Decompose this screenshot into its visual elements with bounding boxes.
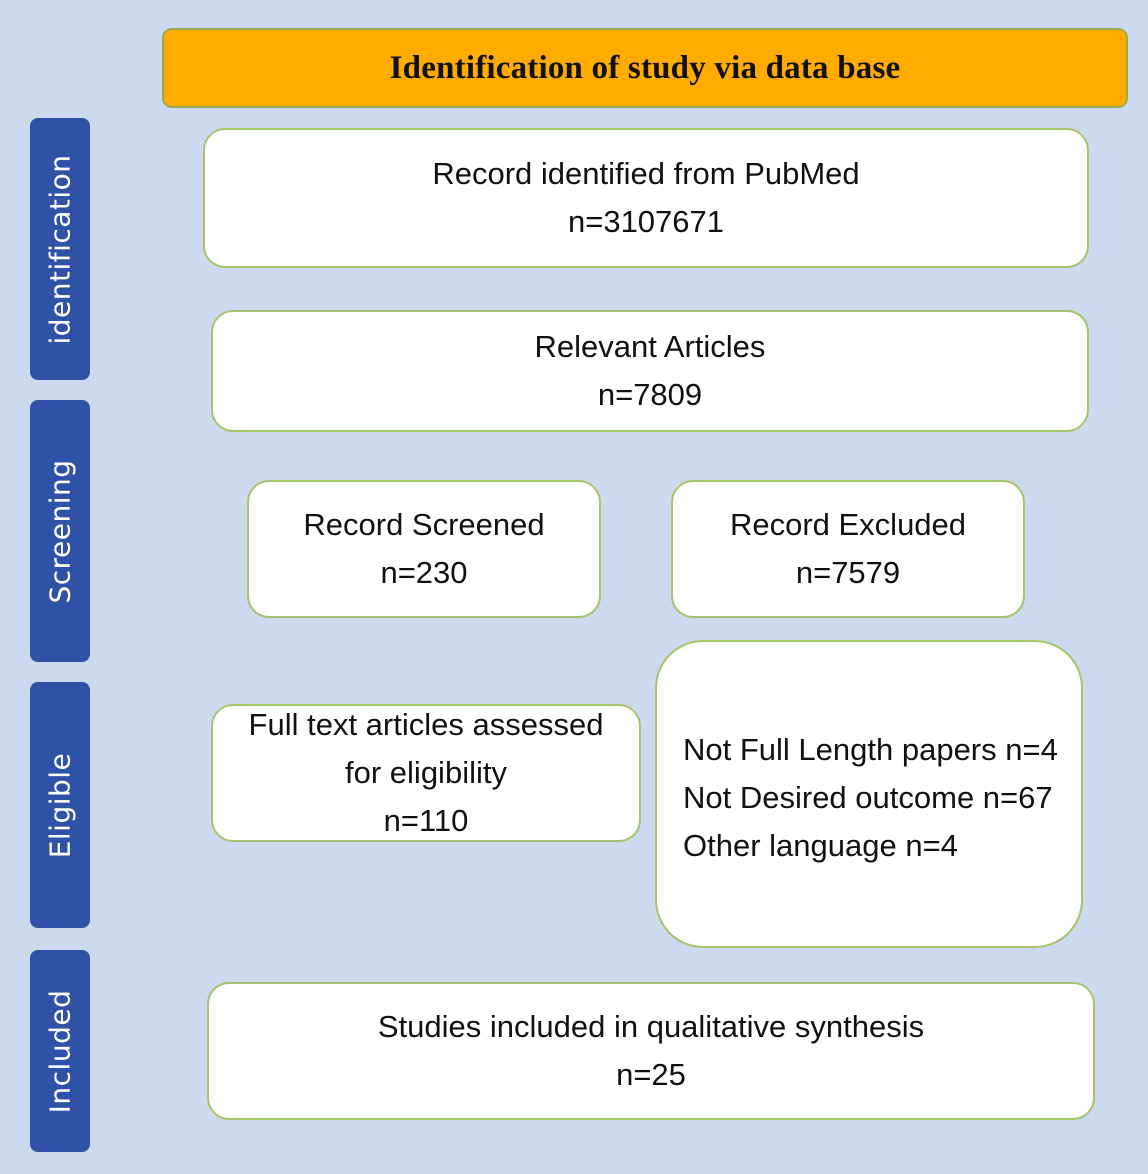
box-fulltext-line1: Full text articles assessed — [248, 707, 604, 742]
box-relevant-line2: n=7809 — [597, 377, 703, 412]
box-reasons-line1: Not Full Length papers n=4 — [683, 732, 1058, 767]
box-pubmed-records: Record identified from PubMed n=3107671 — [203, 128, 1089, 268]
box-relevant-articles: Relevant Articles n=7809 — [211, 310, 1089, 432]
box-fulltext-line3: n=110 — [383, 803, 469, 838]
box-included-line2: n=25 — [616, 1057, 686, 1092]
box-record-screened: Record Screened n=230 — [247, 480, 601, 618]
phase-identification-label: identification — [43, 153, 77, 345]
box-fulltext-assessed: Full text articles assessed for eligibil… — [211, 704, 641, 842]
box-reasons-line3: Other language n=4 — [683, 828, 958, 863]
phase-screening-label: Screening — [43, 458, 77, 604]
box-studies-included: Studies included in qualitative synthesi… — [207, 982, 1095, 1120]
box-relevant-line1: Relevant Articles — [534, 329, 766, 364]
phase-screening: Screening — [30, 400, 90, 662]
box-screened-line2: n=230 — [380, 555, 468, 590]
box-included-line1: Studies included in qualitative synthesi… — [377, 1009, 925, 1044]
box-reasons-line2: Not Desired outcome n=67 — [683, 780, 1053, 815]
phase-included: Included — [30, 950, 90, 1152]
box-screened-line1: Record Screened — [303, 507, 545, 542]
box-pubmed-line2: n=3107671 — [567, 204, 725, 239]
phase-eligible-label: Eligible — [43, 752, 77, 858]
box-pubmed-line1: Record identified from PubMed — [432, 156, 860, 191]
box-exclusion-reasons: Not Full Length papers n=4 Not Desired o… — [655, 640, 1083, 948]
diagram-header: Identification of study via data base — [162, 28, 1128, 108]
phase-identification: identification — [30, 118, 90, 380]
box-excluded-line1: Record Excluded — [729, 507, 967, 542]
box-fulltext-line2: for eligibility — [345, 755, 507, 790]
phase-included-label: Included — [43, 989, 77, 1113]
box-excluded-line2: n=7579 — [795, 555, 901, 590]
phase-eligible: Eligible — [30, 682, 90, 928]
box-record-excluded: Record Excluded n=7579 — [671, 480, 1025, 618]
header-title: Identification of study via data base — [389, 49, 901, 86]
